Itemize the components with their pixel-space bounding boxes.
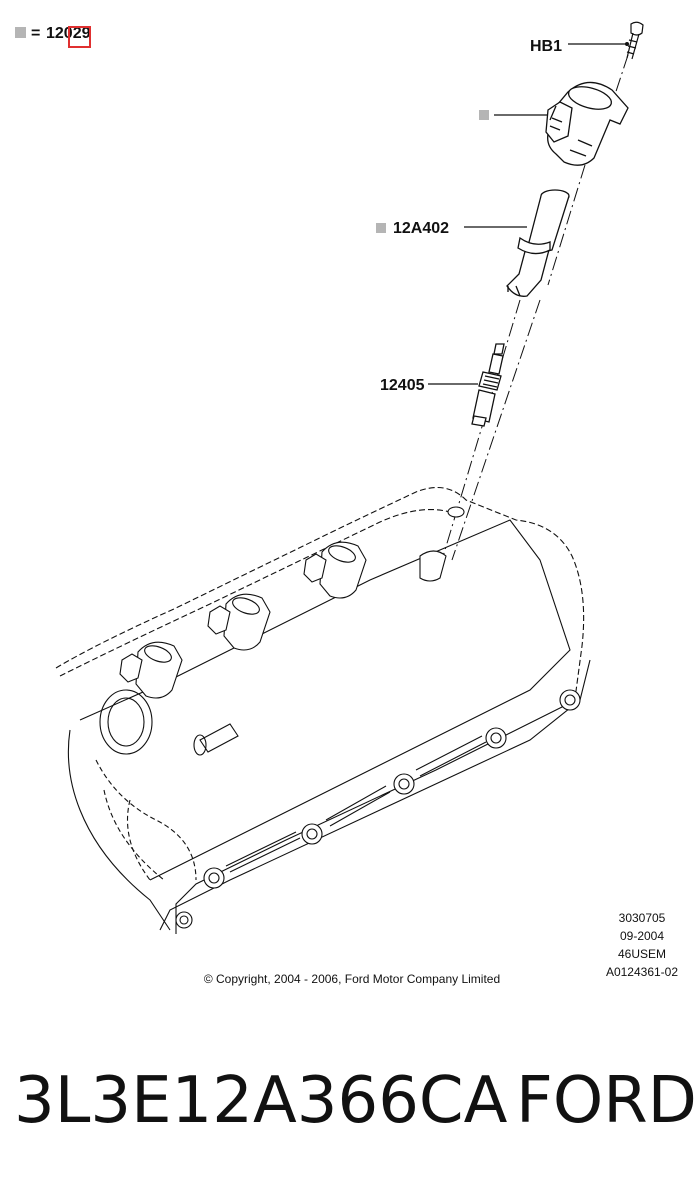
hb1-callout: HB1 (530, 38, 629, 55)
spark-plug (471, 343, 505, 427)
info-line-4: A0124361-02 (606, 965, 678, 979)
legend: = 12029 (15, 25, 91, 48)
info-line-1: 3030705 (619, 911, 666, 925)
ignition-coil (545, 81, 629, 166)
coil-callout (479, 110, 548, 120)
coil-boot (506, 189, 570, 297)
highlight-box (68, 26, 91, 48)
info-line-2: 09-2004 (620, 929, 664, 943)
coil-boot-label: 12A402 (393, 220, 449, 237)
legend-equals: = (31, 25, 40, 42)
spark-plug-label: 12405 (380, 377, 425, 394)
coil-boot-callout: 12A402 (376, 220, 527, 237)
ignition-coil-exploded-diagram: = 12029 HB1 (15, 21, 678, 986)
rail-bolts (175, 689, 581, 929)
info-block: 3030705 09-2004 46USEM A0124361-02 (606, 911, 678, 979)
coil-boot-marker-square (376, 223, 386, 233)
brand-name: FORD (516, 1064, 697, 1138)
hb1-leader-dot (625, 42, 629, 46)
copyright-text: © Copyright, 2004 - 2006, Ford Motor Com… (204, 972, 500, 986)
coil-marker-square (479, 110, 489, 120)
engine-coils (119, 506, 465, 699)
hb1-label: HB1 (530, 38, 562, 55)
info-line-3: 46USEM (618, 947, 666, 961)
part-number: 3L3E12A366CA (14, 1064, 508, 1138)
legend-marker-square (15, 27, 26, 38)
footer: 3L3E12A366CA FORD (0, 1060, 700, 1160)
hb1-bolt (626, 21, 644, 60)
spark-plug-callout: 12405 (380, 377, 478, 394)
